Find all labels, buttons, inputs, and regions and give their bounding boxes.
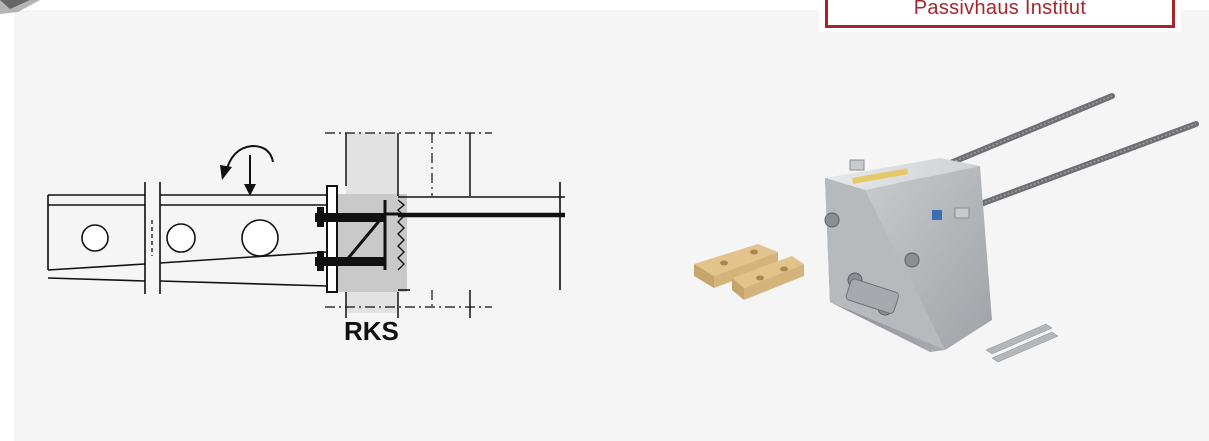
wooden-shims — [694, 244, 804, 300]
product-render — [694, 93, 1199, 363]
figure-panel — [14, 10, 1209, 441]
corner-mark — [0, 0, 40, 14]
anchor-teeth — [396, 199, 406, 271]
logo-square — [932, 210, 942, 220]
steel-strips — [985, 323, 1059, 363]
thermal-element — [337, 194, 407, 292]
wall-lines — [345, 133, 471, 318]
web-opening-3 — [241, 219, 279, 257]
badge-label: Passivhaus Institut — [913, 0, 1087, 19]
bolts — [315, 207, 385, 271]
web-opening-2 — [166, 223, 196, 253]
centre-lines — [325, 132, 492, 308]
concrete-slab — [398, 182, 565, 291]
steel-beam — [47, 182, 328, 294]
certification-badge: Passivhaus Institut — [819, 0, 1181, 32]
web-opening-1 — [81, 224, 109, 252]
detail-label: RKS — [344, 316, 399, 346]
label-strip — [852, 168, 909, 184]
front-bolts — [824, 212, 920, 316]
connection-detail-drawing: RKS — [47, 132, 565, 346]
curved-moment-arrow-icon — [220, 144, 274, 196]
end-plate — [326, 185, 338, 293]
internal-bracing — [343, 200, 398, 270]
badge-frame: Passivhaus Institut — [825, 0, 1175, 28]
